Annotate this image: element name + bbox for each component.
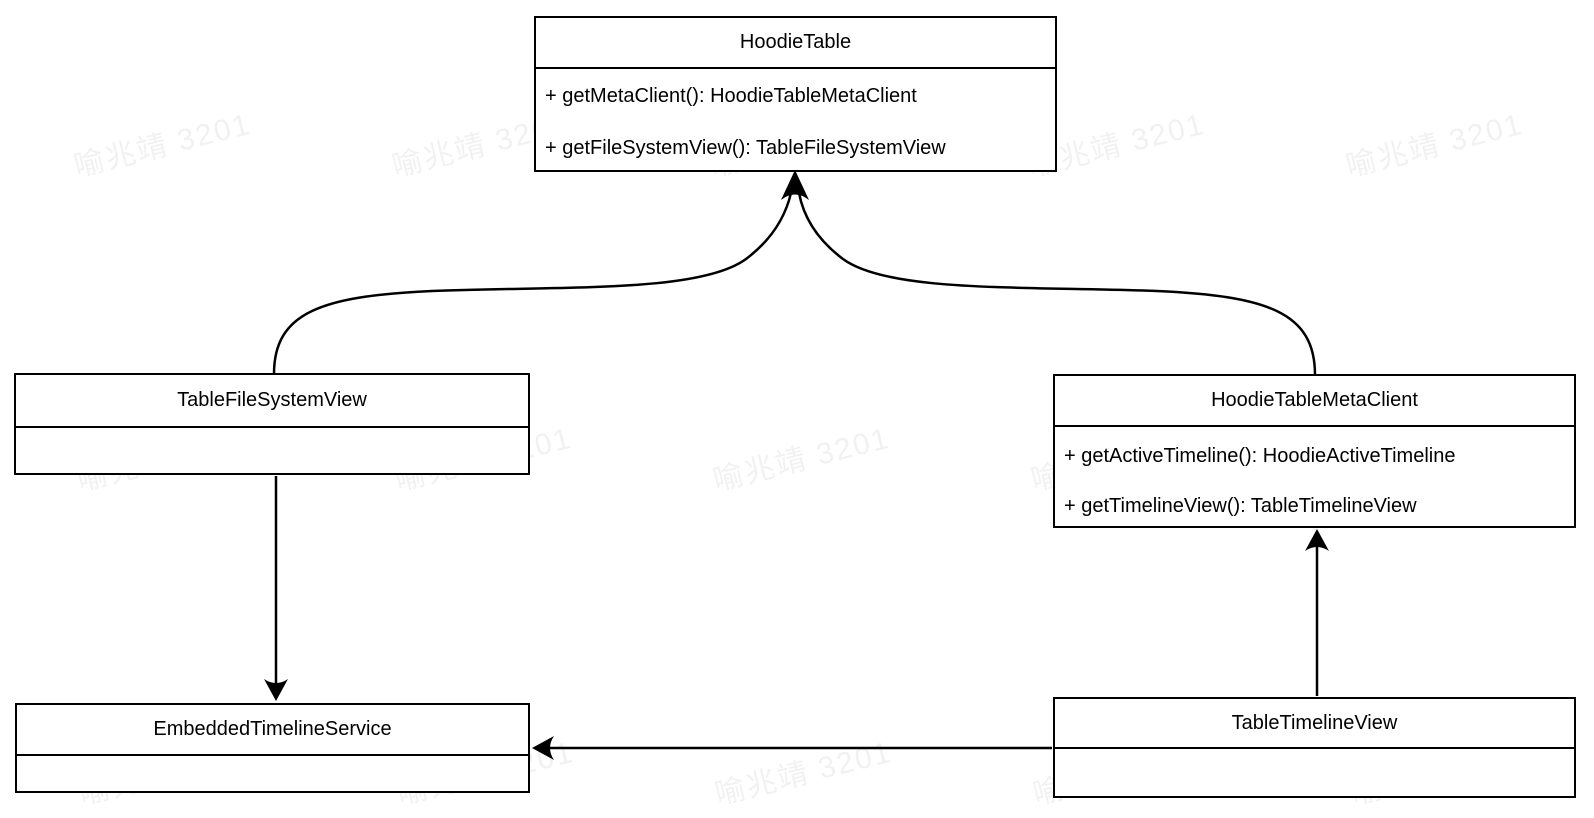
method-label: + getActiveTimeline(): HoodieActiveTimel…	[1064, 445, 1456, 467]
class-name: HoodieTableMetaClient	[1055, 376, 1574, 427]
method-label: + getFileSystemView(): TableFileSystemVi…	[545, 137, 946, 159]
class-box-tablefilesystemview: TableFileSystemView	[14, 373, 530, 475]
class-box-tabletimelineview: TableTimelineView	[1053, 697, 1576, 798]
arrowhead-up-hoodietable	[781, 170, 809, 200]
class-name: TableFileSystemView	[16, 375, 528, 428]
class-box-hoodietable: HoodieTable + getMetaClient(): HoodieTab…	[534, 16, 1057, 172]
arrowhead-up-hoodietablemetaclient	[1305, 529, 1329, 551]
arrowhead-left-embeddedtimelineservice	[532, 736, 554, 760]
method-label: + getTimelineView(): TableTimelineView	[1064, 495, 1417, 517]
class-empty-section	[1055, 749, 1574, 796]
edge-tablefilesystemview-to-hoodietable	[272, 192, 793, 375]
class-box-embeddedtimelineservice: EmbeddedTimelineService	[15, 703, 530, 793]
class-empty-section	[17, 756, 528, 791]
edge-hoodietablemetaclient-to-hoodietable	[797, 192, 1317, 376]
method-label: + getMetaClient(): HoodieTableMetaClient	[545, 85, 917, 107]
arrowhead-down-embeddedtimelineservice	[264, 679, 288, 701]
class-name: TableTimelineView	[1055, 699, 1574, 749]
class-methods-section: + getActiveTimeline(): HoodieActiveTimel…	[1055, 427, 1574, 526]
class-name: HoodieTable	[536, 18, 1055, 69]
class-box-hoodietablemetaclient: HoodieTableMetaClient + getActiveTimelin…	[1053, 374, 1576, 528]
class-name: EmbeddedTimelineService	[17, 705, 528, 756]
class-methods-section: + getMetaClient(): HoodieTableMetaClient…	[536, 69, 1055, 170]
class-empty-section	[16, 428, 528, 473]
